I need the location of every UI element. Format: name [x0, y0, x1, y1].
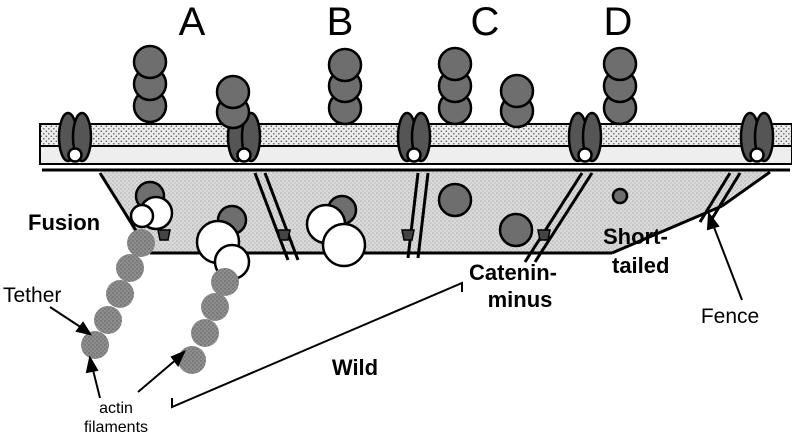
cadherin-extracellular-domain: [327, 47, 363, 126]
catenin-protein: [129, 195, 367, 281]
transmembrane-protein-pair: [57, 111, 93, 163]
column-label-d: D: [604, 0, 633, 44]
cadherin-extracellular-domain: [499, 73, 535, 129]
cadherin-extracellular-domain: [437, 46, 473, 126]
column-label-c: C: [471, 0, 500, 44]
fence-anchor: [157, 229, 551, 241]
cadherin-extracellular-domain: [215, 74, 251, 130]
short-tailed-label-line1: Short-: [603, 224, 668, 249]
actin-label-line2: filaments: [84, 419, 148, 436]
transmembrane-protein-pair: [396, 111, 432, 163]
tether-arrow: [49, 306, 93, 336]
tether-label: Tether: [3, 284, 61, 307]
short-tailed-label-line2: tailed: [612, 253, 669, 278]
column-label-a: A: [179, 0, 206, 44]
fence-arrow: [706, 211, 743, 301]
column-label-b: B: [327, 0, 354, 44]
actin-label-line1: actin: [99, 400, 133, 417]
wild-bracket: [171, 281, 463, 409]
transmembrane-protein-pair: [739, 111, 775, 163]
cadherin-extracellular-domain: [132, 44, 168, 124]
actin-filament: [81, 229, 155, 359]
catenin-minus-label-line2: minus: [488, 287, 553, 312]
catenin-minus-label-line1: Catenin-: [469, 260, 557, 285]
actin-filament: [178, 268, 239, 374]
actin-arrow: [137, 350, 186, 393]
wild-label: Wild: [332, 355, 378, 380]
cadherin-extracellular-domain: [602, 46, 638, 126]
transmembrane-protein-pair: [567, 111, 603, 163]
actin-arrow: [85, 355, 101, 399]
cytoplasm-region: [100, 170, 770, 253]
fence-label: Fence: [701, 305, 759, 328]
fusion-label: Fusion: [28, 210, 100, 235]
